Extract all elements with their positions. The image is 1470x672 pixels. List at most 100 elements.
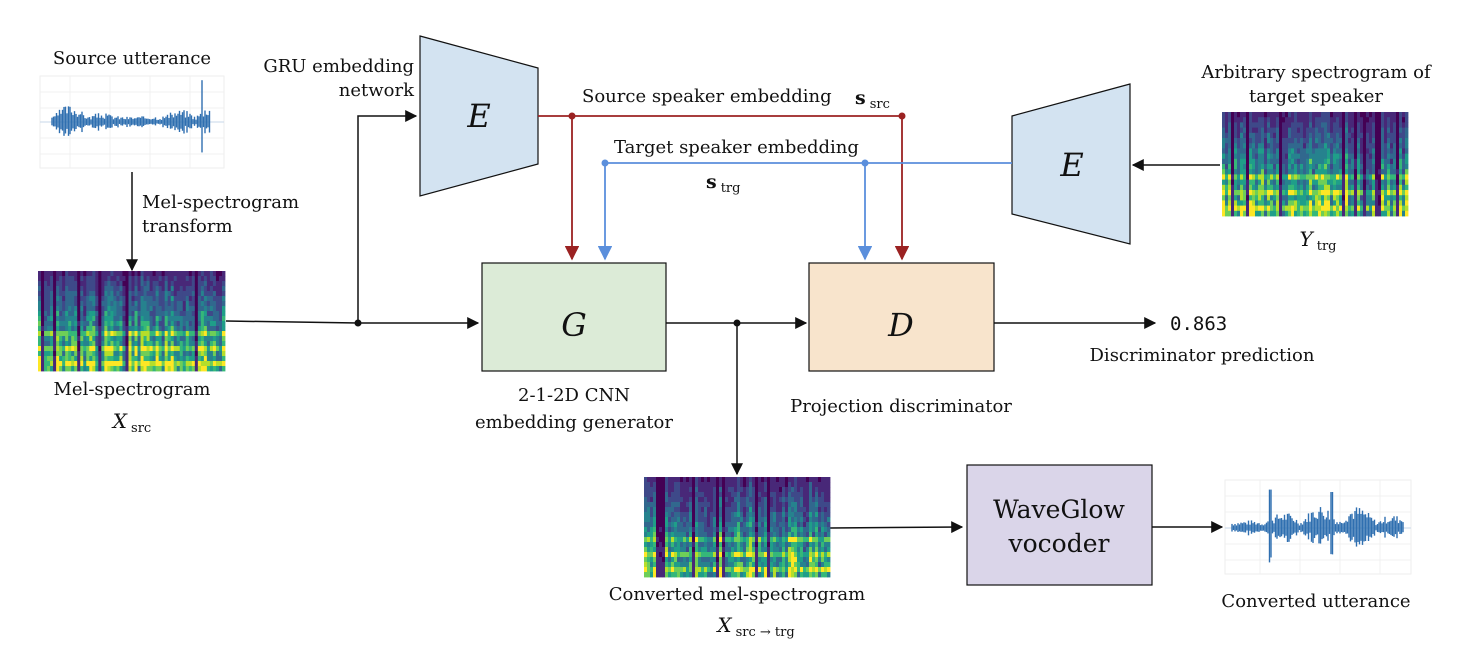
spectrogram-cell xyxy=(1312,132,1316,139)
spectrogram-cell xyxy=(1282,179,1286,186)
spectrogram-cell xyxy=(77,336,81,342)
spectrogram-cell xyxy=(62,271,66,277)
spectrogram-cell xyxy=(1378,205,1382,212)
spectrogram-cell xyxy=(689,477,693,483)
spectrogram-cell xyxy=(1225,148,1229,154)
spectrogram-cell xyxy=(1324,132,1328,139)
spectrogram-cell xyxy=(644,527,648,533)
spectrogram-cell xyxy=(647,542,651,548)
spectrogram-cell xyxy=(650,507,654,513)
spectrogram-cell xyxy=(1327,169,1331,175)
spectrogram-cell xyxy=(1252,132,1256,139)
spectrogram-cell xyxy=(1405,205,1409,212)
spectrogram-cell xyxy=(752,477,756,483)
spectrogram-cell xyxy=(722,502,726,508)
spectrogram-cell xyxy=(197,346,202,352)
spectrogram-cell xyxy=(1234,148,1238,154)
converted-waveform xyxy=(1224,479,1412,575)
spectrogram-cell xyxy=(1276,148,1280,154)
spectrogram-cell xyxy=(740,527,744,533)
spectrogram-cell xyxy=(1381,122,1385,128)
spectrogram-cell xyxy=(1399,148,1403,154)
spectrogram-cell xyxy=(827,477,831,483)
spectrogram-cell xyxy=(149,351,154,357)
spectrogram-cell xyxy=(1309,117,1313,123)
spectrogram-cell xyxy=(680,507,684,513)
spectrogram-cell xyxy=(1405,143,1409,149)
spectrogram-cell xyxy=(773,567,777,573)
spectrogram-cell xyxy=(1240,190,1244,196)
spectrogram-cell xyxy=(68,336,72,342)
spectrogram-cell xyxy=(107,366,111,372)
spectrogram-cell xyxy=(50,281,54,287)
spectrogram-cell xyxy=(1228,164,1232,170)
spectrogram-cell xyxy=(125,326,129,332)
spectrogram-cell xyxy=(167,276,172,282)
spectrogram-cell xyxy=(779,562,783,568)
spectrogram-cell xyxy=(1354,122,1358,128)
spectrogram-cell xyxy=(1309,122,1313,128)
spectrogram-cell xyxy=(65,301,69,307)
spectrogram-cell xyxy=(1267,164,1271,170)
spectrogram-cell xyxy=(815,547,819,553)
spectrogram-cell xyxy=(701,542,705,548)
spectrogram-cell xyxy=(1237,117,1241,123)
spectrogram-cell xyxy=(1264,210,1268,217)
spectrogram-cell xyxy=(1282,112,1286,118)
spectrogram-cell xyxy=(113,351,117,357)
spectrogram-cell xyxy=(1348,164,1352,170)
spectrogram-cell xyxy=(1279,148,1283,154)
spectrogram-cell xyxy=(41,316,45,322)
spectrogram-cell xyxy=(1303,138,1307,144)
spectrogram-cell xyxy=(707,552,711,558)
spectrogram-cell xyxy=(152,336,157,342)
spectrogram-cell xyxy=(1246,148,1250,154)
spectrogram-cell xyxy=(791,507,795,513)
spectrogram-cell xyxy=(656,527,660,533)
spectrogram-cell xyxy=(695,557,699,563)
spectrogram-cell xyxy=(1276,169,1280,175)
spectrogram-cell xyxy=(161,311,166,317)
spectrogram-cell xyxy=(1405,148,1409,154)
spectrogram-cell xyxy=(713,572,717,578)
spectrogram-cell xyxy=(776,527,780,533)
spectrogram-cell xyxy=(221,311,226,317)
spectrogram-cell xyxy=(221,346,226,352)
spectrogram-cell xyxy=(158,366,163,372)
spectrogram-cell xyxy=(206,366,211,372)
spectrogram-cell xyxy=(50,321,54,327)
spectrogram-cell xyxy=(761,537,765,543)
spectrogram-cell xyxy=(815,497,819,503)
spectrogram-cell xyxy=(113,366,117,372)
spectrogram-cell xyxy=(152,311,157,317)
spectrogram-cell xyxy=(92,351,96,357)
spectrogram-cell xyxy=(98,336,102,342)
spectrogram-cell xyxy=(698,487,702,493)
spectrogram-cell xyxy=(38,311,42,317)
spectrogram-cell xyxy=(1282,117,1286,123)
spectrogram-cell xyxy=(197,356,202,362)
spectrogram-cell xyxy=(1228,205,1232,212)
spectrogram-cell xyxy=(1282,190,1286,196)
spectrogram-cell xyxy=(1399,138,1403,144)
spectrogram-cell xyxy=(38,356,42,362)
spectrogram-cell xyxy=(1357,138,1361,144)
spectrogram-cell xyxy=(158,351,163,357)
spectrogram-cell xyxy=(1360,127,1364,134)
spectrogram-cell xyxy=(770,477,774,483)
spectrogram-cell xyxy=(1375,148,1379,154)
spectrogram-cell xyxy=(1327,122,1331,128)
spectrogram-cell xyxy=(1360,143,1364,149)
spectrogram-cell xyxy=(680,547,684,553)
spectrogram-cell xyxy=(194,356,199,362)
spectrogram-cell xyxy=(701,507,705,513)
spectrogram-cell xyxy=(665,537,669,543)
spectrogram-cell xyxy=(1252,164,1256,170)
spectrogram-cell xyxy=(782,507,786,513)
spectrogram-cell xyxy=(1261,122,1265,128)
spectrogram-cell xyxy=(767,502,771,508)
spectrogram-cell xyxy=(86,341,90,347)
spectrogram-cell xyxy=(1273,143,1277,149)
spectrogram-cell xyxy=(125,291,129,297)
spectrogram-cell xyxy=(1357,205,1361,212)
